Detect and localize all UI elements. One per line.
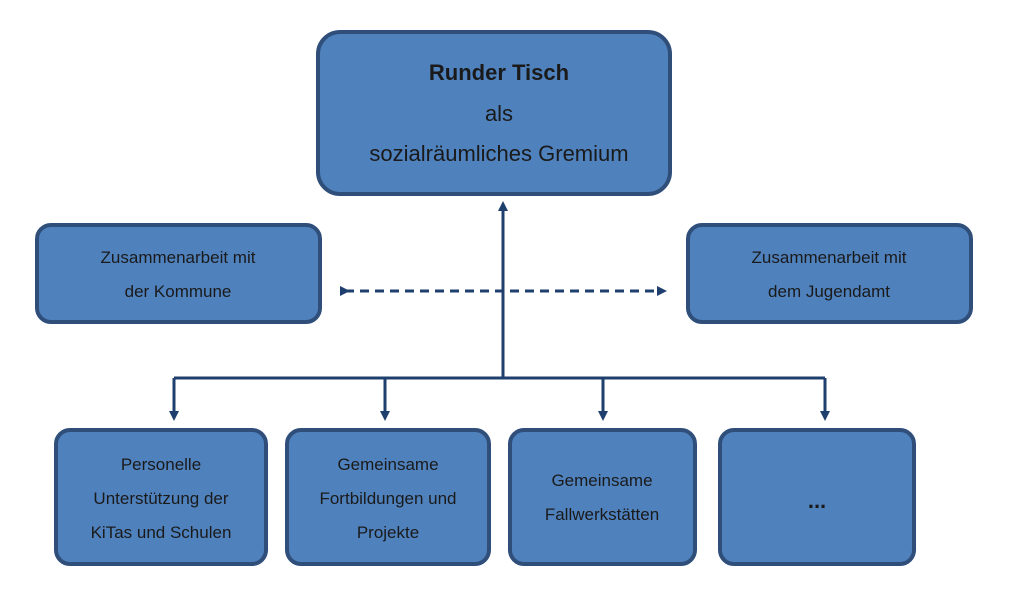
node-top: Runder Tisch als sozialräumliches Gremiu… <box>316 30 672 196</box>
node-left: Zusammenarbeit mit der Kommune <box>35 223 322 324</box>
node-top-line3: sozialräumliches Gremium <box>369 141 628 166</box>
node-right: Zusammenarbeit mit dem Jugendamt <box>686 223 973 324</box>
node-bottom-1-line1: Personelle <box>121 455 201 474</box>
node-bottom-2: Gemeinsame Fortbildungen und Projekte <box>285 428 491 566</box>
node-bottom-3-line1: Gemeinsame <box>551 471 652 490</box>
node-left-line1: Zusammenarbeit mit <box>101 248 256 267</box>
node-top-line2: als <box>485 101 513 126</box>
node-bottom-4-line1: ... <box>808 488 826 513</box>
node-right-line2: dem Jugendamt <box>768 282 890 301</box>
connectors <box>169 201 830 421</box>
node-bottom-1: Personelle Unterstützung der KiTas und S… <box>54 428 268 566</box>
node-left-line2: der Kommune <box>125 282 232 301</box>
node-bottom-3-line2: Fallwerkstätten <box>545 505 659 524</box>
node-right-line1: Zusammenarbeit mit <box>752 248 907 267</box>
node-bottom-1-line2: Unterstützung der <box>93 489 228 508</box>
node-bottom-2-line1: Gemeinsame <box>337 455 438 474</box>
node-bottom-3: Gemeinsame Fallwerkstätten <box>508 428 697 566</box>
node-bottom-2-line3: Projekte <box>357 523 419 542</box>
node-bottom-2-line2: Fortbildungen und <box>319 489 456 508</box>
node-top-title: Runder Tisch <box>429 60 569 85</box>
node-bottom-1-line3: KiTas und Schulen <box>91 523 232 542</box>
node-bottom-4: ... <box>718 428 916 566</box>
